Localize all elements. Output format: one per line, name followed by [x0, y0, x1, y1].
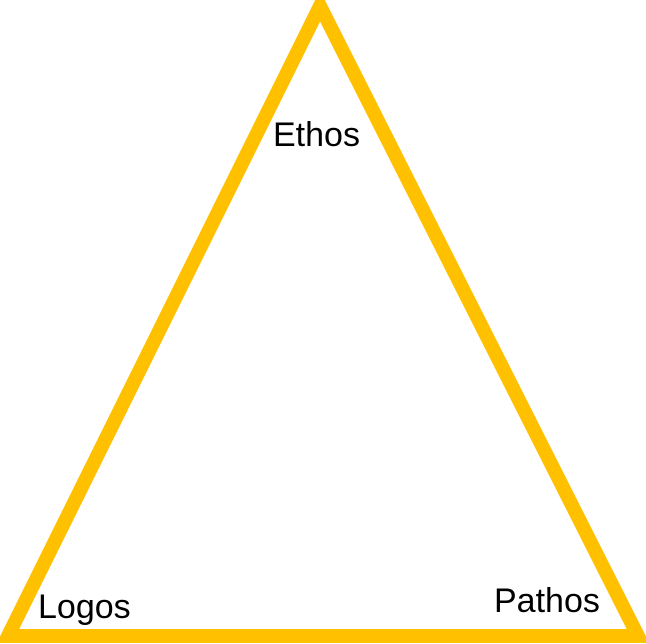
vertex-label-ethos: Ethos — [273, 116, 360, 154]
vertex-label-logos: Logos — [38, 588, 131, 626]
vertex-label-pathos: Pathos — [494, 582, 600, 620]
